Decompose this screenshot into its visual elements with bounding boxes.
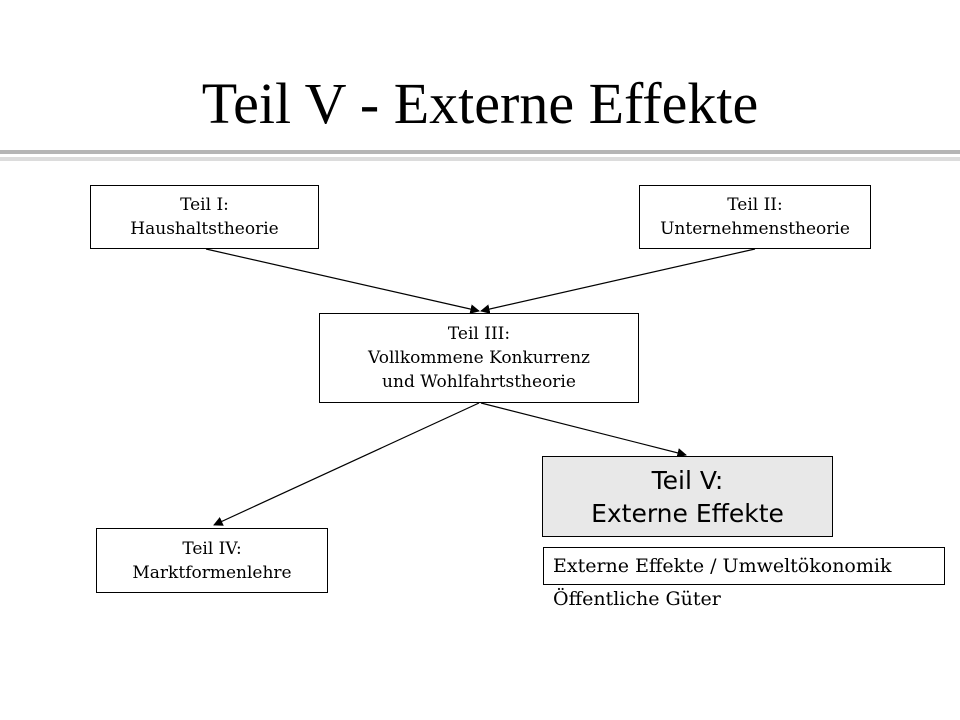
- teil4-label: Teil IV:: [182, 538, 242, 559]
- teil3-title-line1: Vollkommene Konkurrenz: [368, 348, 590, 368]
- teil1-label: Teil I:: [180, 195, 229, 215]
- teil5-label: Teil V:: [651, 465, 724, 495]
- arrow-teil1-to-teil3: [205, 248, 480, 314]
- title-rule-dark: [0, 150, 960, 154]
- box-teil2: Teil II: Unternehmenstheorie: [639, 185, 871, 249]
- box-teil1: Teil I: Haushaltstheorie: [90, 185, 319, 249]
- title-rule-light: [0, 157, 960, 161]
- teil3-title-line2: und Wohlfahrtstheorie: [382, 372, 576, 392]
- arrow-teil3-to-teil5: [480, 402, 687, 458]
- box-teil4: Teil IV: Marktformenlehre: [96, 528, 328, 593]
- box-teil3: Teil III: Vollkommene Konkurrenz und Woh…: [319, 313, 639, 403]
- topic-item-2: Öffentliche Güter: [553, 588, 721, 610]
- arrow-teil3-to-teil4: [213, 402, 480, 526]
- teil4-title: Marktformenlehre: [132, 562, 292, 583]
- teil3-label: Teil III:: [447, 324, 511, 344]
- box-teil5: Teil V: Externe Effekte: [542, 456, 833, 537]
- teil2-title: Unternehmenstheorie: [660, 219, 850, 239]
- teil2-label: Teil II:: [727, 195, 783, 215]
- teil5-title: Externe Effekte: [591, 498, 784, 528]
- teil1-title: Haushaltstheorie: [130, 219, 279, 239]
- topic-item-1: Externe Effekte / Umweltökonomik: [553, 555, 892, 577]
- arrow-teil2-to-teil3: [480, 248, 756, 314]
- slide-title: Teil V - Externe Effekte: [201, 71, 759, 136]
- topics-box: [543, 547, 945, 585]
